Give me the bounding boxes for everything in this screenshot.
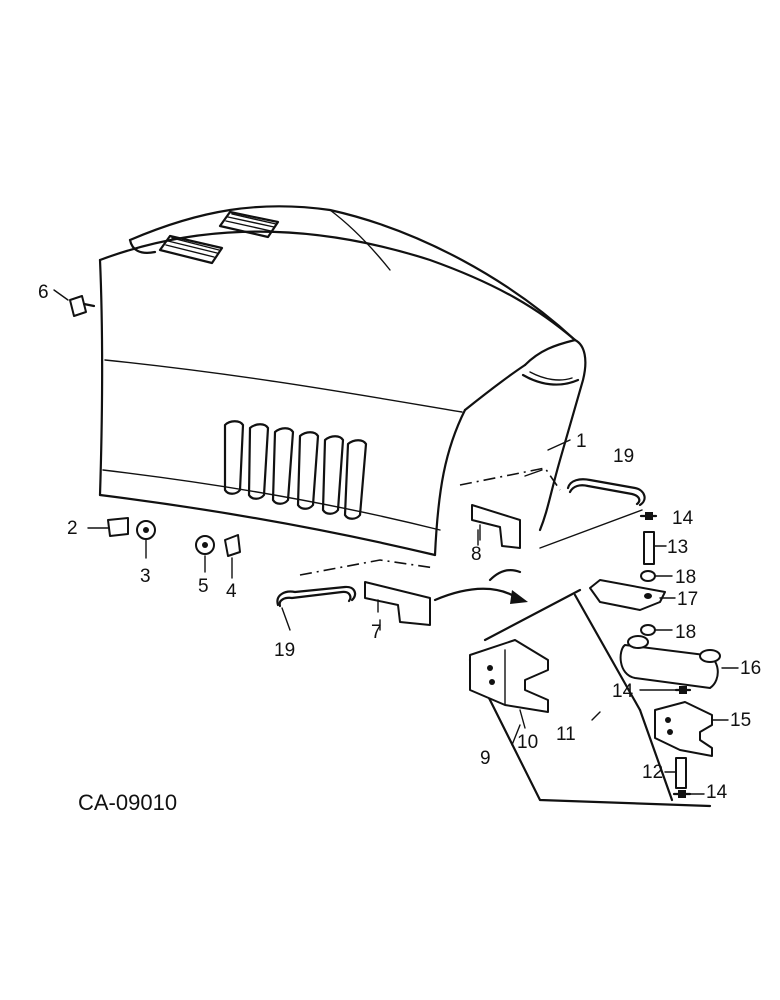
bushing-part-18-bottom bbox=[640, 624, 673, 636]
leader-lines bbox=[379, 439, 601, 746]
callout-12: 12 bbox=[642, 762, 663, 783]
grommet-part-3 bbox=[136, 520, 156, 559]
grommet-part-5 bbox=[195, 535, 215, 573]
washer-part-14-mid bbox=[639, 686, 692, 694]
callout-13: 13 bbox=[667, 537, 688, 558]
washer-part-14-bottom bbox=[672, 790, 705, 798]
detail-arrow bbox=[433, 569, 528, 604]
callout-14-top: 14 bbox=[672, 508, 694, 529]
callout-4: 4 bbox=[226, 581, 237, 602]
hinge-arm-part-16 bbox=[619, 635, 739, 689]
bumper-part-6 bbox=[53, 289, 96, 317]
handle-part-19-right bbox=[539, 478, 646, 549]
bracket-part-4 bbox=[224, 534, 241, 579]
callout-10: 10 bbox=[517, 732, 538, 753]
hinge-bracket-part-7 bbox=[299, 559, 436, 626]
bracket-part-15 bbox=[654, 701, 729, 757]
hood-assembly bbox=[98, 205, 587, 557]
callout-18-bottom: 18 bbox=[675, 622, 696, 643]
callout-19-left: 19 bbox=[274, 640, 295, 661]
callout-2: 2 bbox=[67, 518, 78, 539]
callout-19-right: 19 bbox=[613, 446, 634, 467]
bracket-part-10 bbox=[469, 639, 549, 729]
detail-view bbox=[468, 588, 712, 808]
callout-17: 17 bbox=[677, 589, 698, 610]
callout-15: 15 bbox=[730, 710, 751, 731]
callout-7: 7 bbox=[371, 622, 382, 643]
callout-14-mid: 14 bbox=[612, 681, 634, 702]
callout-11: 11 bbox=[556, 724, 576, 745]
top-vent-front bbox=[158, 234, 224, 265]
callout-1: 1 bbox=[576, 431, 587, 452]
callout-16: 16 bbox=[740, 658, 761, 679]
bracket-part-2 bbox=[87, 517, 129, 537]
hinge-bracket-part-8 bbox=[459, 467, 561, 549]
callout-6: 6 bbox=[38, 282, 49, 303]
handle-part-19-left bbox=[276, 585, 357, 631]
figure-code: CA-09010 bbox=[78, 790, 177, 815]
side-louvers bbox=[223, 420, 368, 520]
callout-8: 8 bbox=[471, 544, 482, 565]
callout-3: 3 bbox=[140, 566, 151, 587]
callout-5: 5 bbox=[198, 576, 209, 597]
bushing-part-18-top bbox=[640, 570, 673, 582]
pin-part-12 bbox=[664, 757, 687, 789]
callout-9: 9 bbox=[480, 748, 491, 769]
hinge-plate-part-17 bbox=[589, 579, 676, 611]
callout-14-bottom: 14 bbox=[706, 782, 728, 803]
callout-18-top: 18 bbox=[675, 567, 696, 588]
top-vent-rear bbox=[218, 210, 280, 239]
hinge-pin-part-13 bbox=[639, 512, 667, 565]
